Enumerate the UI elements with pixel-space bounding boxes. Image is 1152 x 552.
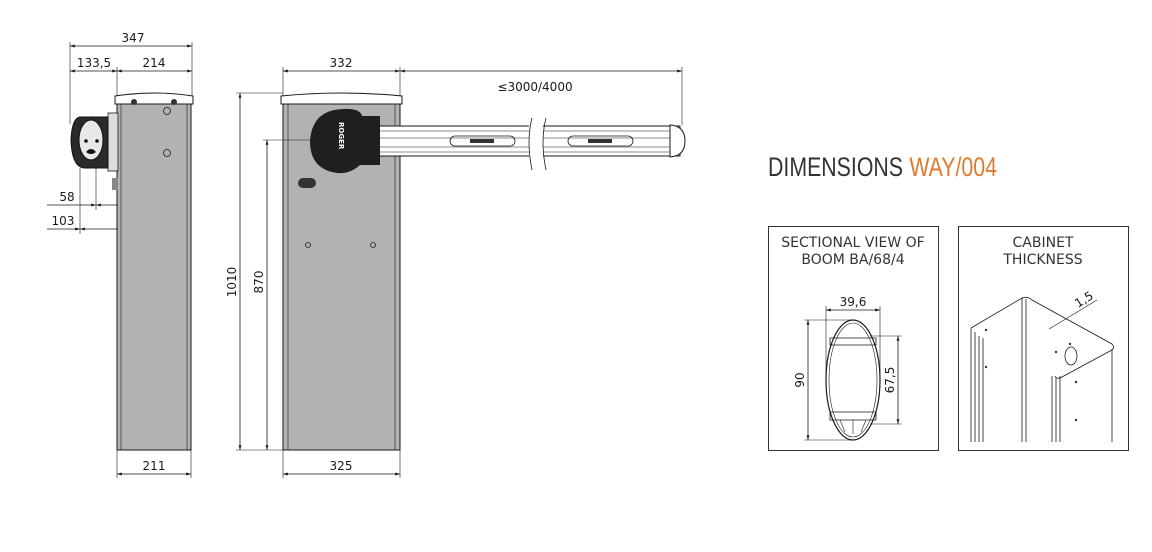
dim-347: 347	[122, 31, 145, 45]
boom-arm	[377, 117, 686, 171]
dim-103: 103	[52, 214, 75, 228]
dim-214: 214	[143, 56, 166, 70]
cabinet-thickness-panel: CABINET THICKNESS 1,5	[958, 226, 1129, 451]
dim-211: 211	[143, 459, 166, 473]
dim-325: 325	[330, 459, 353, 473]
dim-133-5: 133,5	[77, 56, 111, 70]
motor-cover-front: ROGER	[310, 108, 380, 174]
boom-section-panel: SECTIONAL VIEW OF BOOM BA/68/4 39,6 90 6…	[768, 226, 939, 451]
dim-67-5: 67,5	[883, 367, 897, 394]
cabinet-label-2: THICKNESS	[1002, 252, 1082, 268]
side-view: 347 133,5 214 58 103 211	[47, 31, 194, 478]
dim-39-6: 39,6	[840, 295, 867, 309]
dim-332: 332	[330, 56, 353, 70]
dim-90: 90	[793, 372, 807, 387]
cabinet-cap-side	[114, 92, 194, 105]
dim-58: 58	[59, 190, 74, 204]
motor-cover-side	[70, 112, 119, 190]
title-prefix: DIMENSIONS	[768, 152, 903, 182]
cabinet-cap-front	[280, 92, 403, 105]
front-view: ROGER 332 ≤3000/4000 1010 870 325	[225, 56, 686, 478]
boom-section-label-2: BOOM BA/68/4	[801, 252, 904, 268]
title-model: WAY/004	[909, 152, 997, 182]
dim-1010: 1010	[225, 267, 239, 298]
dim-870: 870	[252, 271, 266, 294]
logo-text: ROGER	[337, 122, 345, 150]
page-title: DIMENSIONSWAY/004	[768, 152, 997, 182]
dim-boom-length: ≤3000/4000	[497, 80, 572, 94]
cabinet-body-side	[116, 103, 192, 451]
cabinet-label-1: CABINET	[1013, 235, 1074, 251]
boom-section-label-1: SECTIONAL VIEW OF	[781, 235, 924, 251]
